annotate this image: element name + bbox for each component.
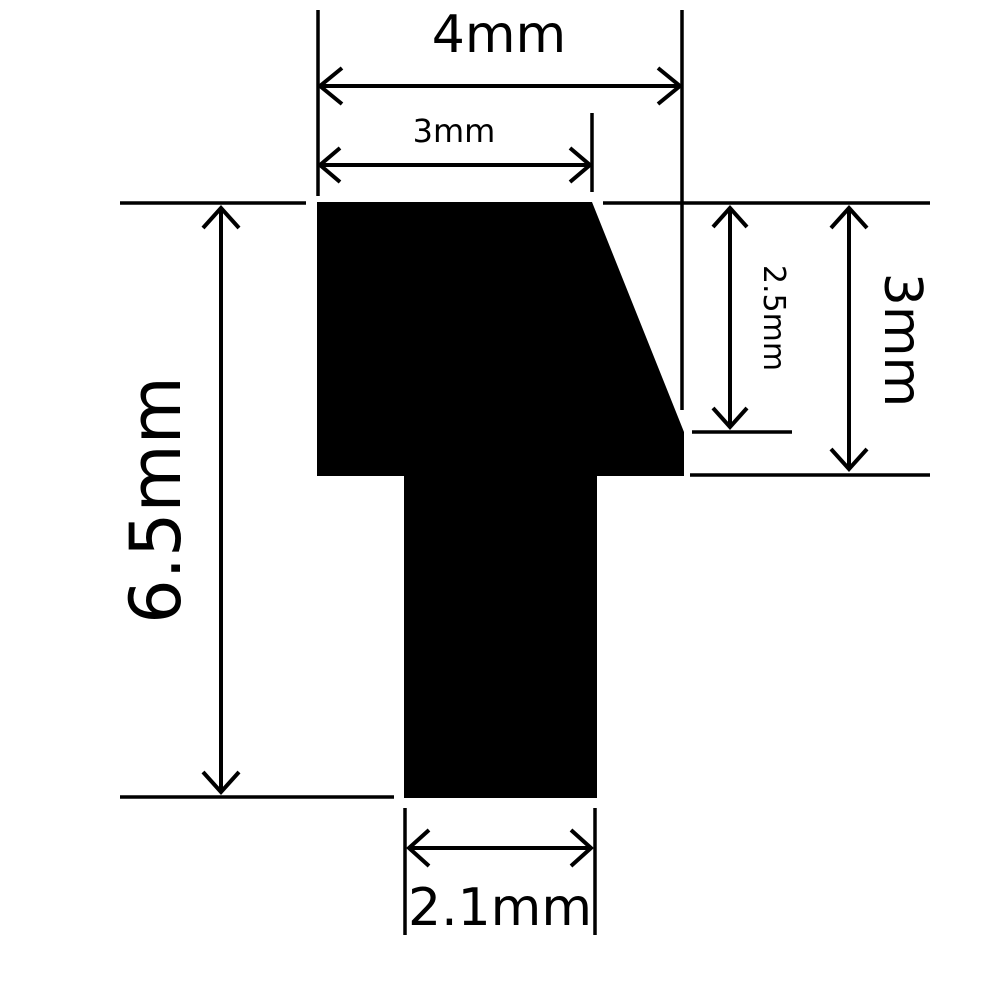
profile-shape (317, 202, 684, 798)
label-head-height: 3mm (872, 273, 932, 407)
arrowhead-left (406, 828, 431, 868)
arrowhead-right (569, 828, 594, 868)
label-top-flat-width: 3mm (413, 112, 496, 150)
extension-lines (120, 10, 930, 935)
arrowhead-bottom (711, 406, 749, 430)
arrowhead-left (316, 146, 342, 184)
dimension-top-flat-width: 3mm (316, 112, 594, 184)
arrowhead-bottom (829, 447, 869, 472)
arrowhead-bottom (201, 770, 241, 795)
arrowhead-right (568, 146, 594, 184)
arrowhead-left (316, 66, 344, 106)
dimension-overall-width: 4mm (316, 5, 684, 106)
arrowhead-top (711, 205, 749, 229)
label-overall-width: 4mm (432, 5, 566, 65)
label-stem-width: 2.1mm (408, 878, 592, 938)
arrowhead-top (201, 205, 241, 230)
arrowhead-right (656, 66, 684, 106)
label-bevel-height: 2.5mm (756, 265, 791, 371)
dimension-bevel-height: 2.5mm (711, 205, 791, 430)
arrowhead-top (829, 205, 869, 230)
dimension-head-height: 3mm (829, 205, 932, 472)
label-overall-height: 6.5mm (115, 376, 197, 624)
dimension-stem-width: 2.1mm (406, 828, 594, 938)
dimension-overall-height: 6.5mm (115, 205, 241, 795)
